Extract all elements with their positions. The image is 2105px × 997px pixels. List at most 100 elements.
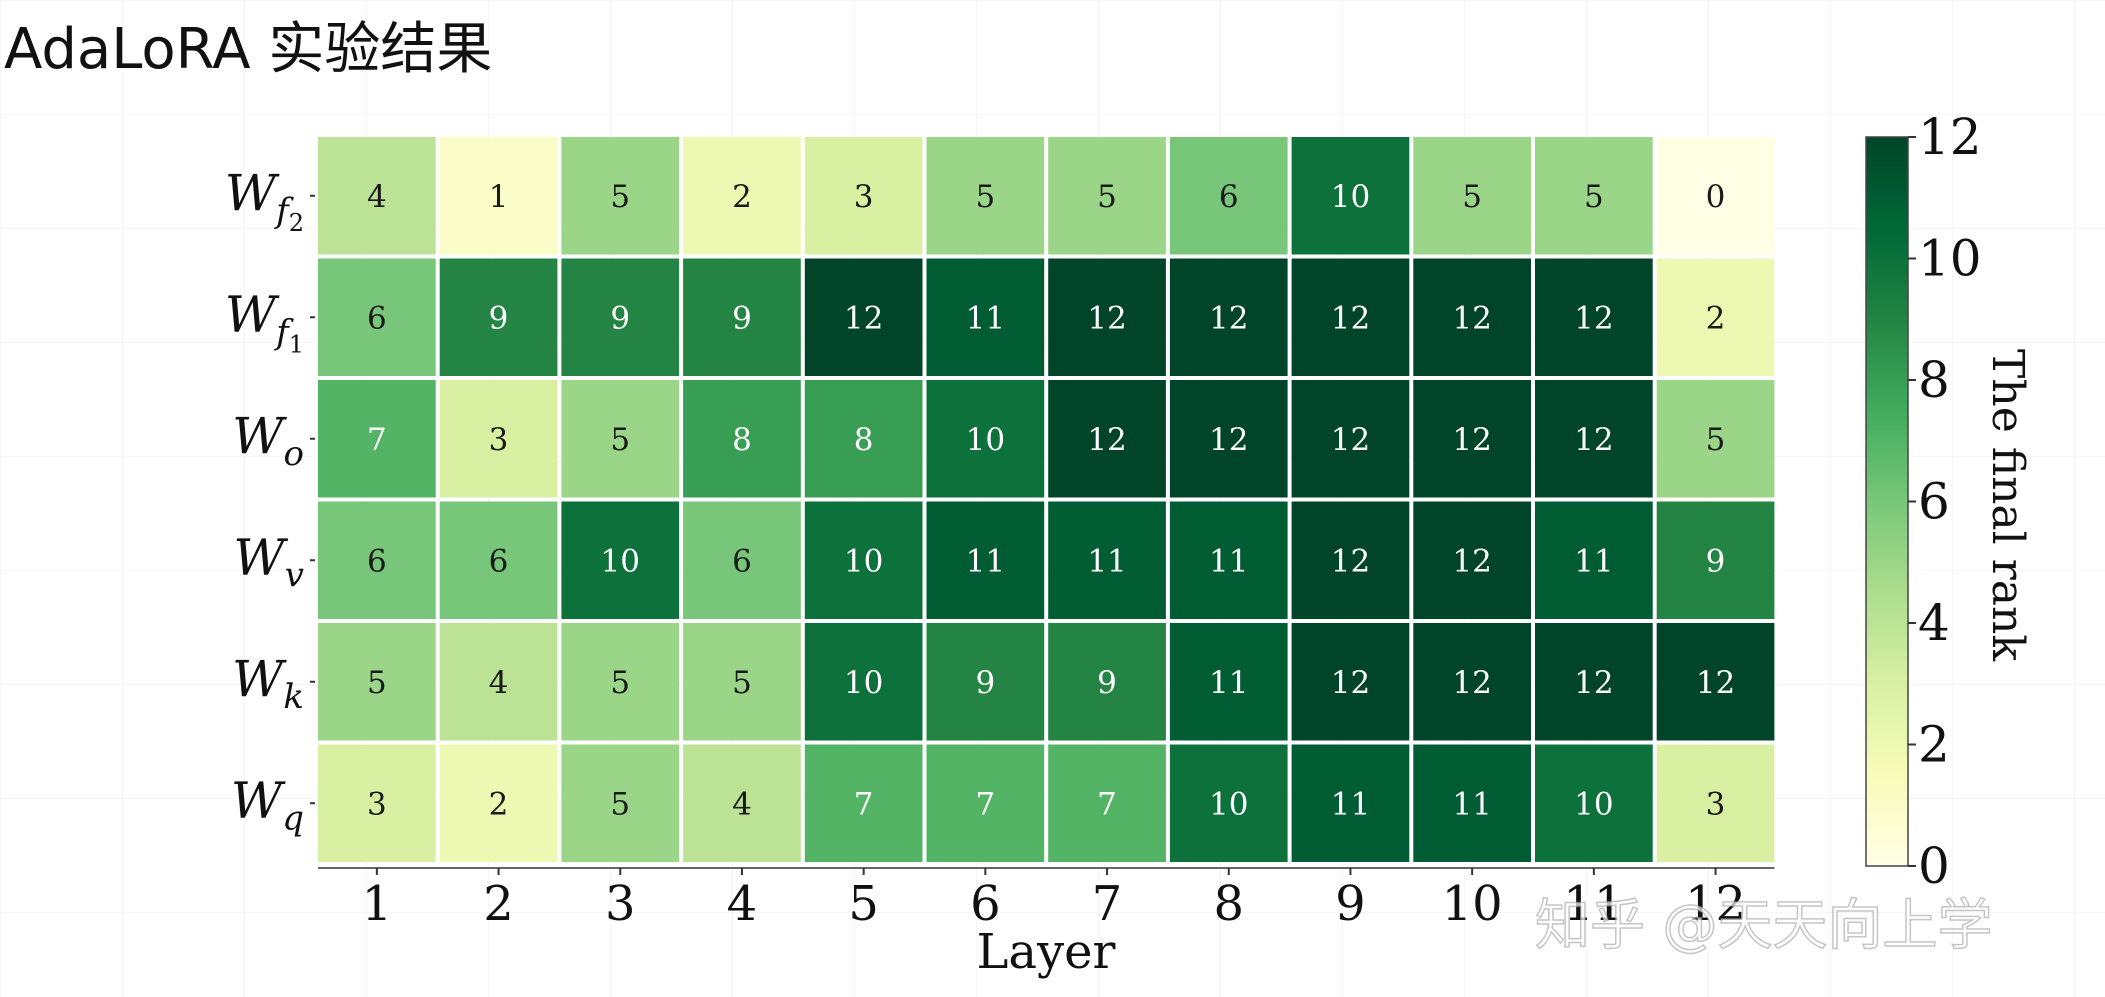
heatmap-cell: [561, 137, 680, 255]
colorbar-gradient: [1865, 136, 1909, 867]
heatmap-cell: [1048, 258, 1166, 376]
colorbar-tick-label: 0: [1918, 837, 1950, 895]
x-tick-label: 9: [1335, 876, 1366, 932]
cell-value-label: 3: [489, 422, 509, 458]
heatmap-cell: [1291, 137, 1410, 255]
heatmap-cell: [1535, 380, 1653, 498]
cell-value-label: 8: [854, 422, 874, 458]
heatmap-cell: [1656, 501, 1775, 619]
cell-value-label: 9: [489, 300, 509, 336]
cell-value-label: 4: [732, 786, 752, 822]
heatmap-cell: [561, 258, 680, 376]
heatmap-cell: [1656, 380, 1775, 498]
cell-value-label: 12: [1087, 422, 1126, 458]
heatmap-cell: [1169, 380, 1288, 498]
heatmap-cell: [1048, 501, 1166, 619]
cell-value-label: 1: [489, 179, 509, 215]
heatmap-cell: [1169, 744, 1288, 862]
cell-value-label: 11: [966, 543, 1005, 579]
cell-value-label: 11: [1209, 665, 1248, 701]
heatmap-cell: [1656, 623, 1775, 741]
cell-value-label: 3: [367, 786, 387, 822]
cell-value-label: 12: [1452, 665, 1491, 701]
cell-value-label: 2: [489, 786, 509, 822]
colorbar-tick-label: 8: [1918, 351, 1950, 409]
cell-value-label: 3: [1706, 786, 1726, 822]
cell-value-label: 12: [1331, 300, 1370, 336]
cell-value-label: 3: [854, 179, 874, 215]
cell-value-label: 4: [367, 179, 387, 215]
y-tick-label: Wv: [233, 528, 304, 595]
heatmap-cell: [1169, 501, 1288, 619]
x-tick-label: 6: [970, 876, 1001, 932]
cell-value-label: 10: [844, 543, 883, 579]
cell-value-label: 12: [1574, 300, 1613, 336]
heatmap-cell: [1535, 137, 1653, 255]
cell-value-label: 5: [610, 786, 630, 822]
y-tick-label: Wo: [232, 407, 304, 474]
heatmap-cell: [439, 380, 558, 498]
x-tick-label: 7: [1092, 876, 1123, 932]
cell-value-label: 7: [854, 786, 874, 822]
colorbar-tick-label: 4: [1918, 594, 1950, 652]
cell-value-label: 12: [844, 300, 883, 336]
heatmap-cell: [1413, 744, 1531, 862]
cell-value-label: 2: [732, 179, 752, 215]
cell-value-label: 5: [610, 179, 630, 215]
colorbar-tick-label: 2: [1918, 716, 1950, 774]
heatmap-cell: [439, 744, 558, 862]
heatmap-cell: [804, 137, 923, 255]
heatmap-cell: [1291, 380, 1410, 498]
x-tick-label: 8: [1213, 876, 1244, 932]
cell-value-label: 4: [489, 665, 509, 701]
heatmap-cell: [804, 744, 923, 862]
cell-value-label: 12: [1452, 543, 1491, 579]
heatmap-cell: [926, 744, 1045, 862]
slide-title: AdaLoRA 实验结果: [4, 17, 493, 82]
heatmap-cell: [1169, 258, 1288, 376]
cell-value-label: 7: [367, 422, 387, 458]
heatmap-cell: [804, 380, 923, 498]
cell-value-label: 5: [732, 665, 752, 701]
y-tick-label: Wk: [232, 650, 304, 717]
x-tick-label: 3: [605, 876, 636, 932]
heatmap-cell: [926, 623, 1045, 741]
heatmap-cell: [318, 380, 436, 498]
heatmap-cell: [318, 501, 436, 619]
cell-value-label: 11: [1209, 543, 1248, 579]
heatmap-cell: [561, 380, 680, 498]
watermark: 知乎 @天天向上学: [1534, 892, 1993, 958]
x-tick-label: 2: [483, 876, 514, 932]
heatmap-cell: [1535, 623, 1653, 741]
heatmap-cell: [804, 501, 923, 619]
heatmap-cell: [1656, 258, 1775, 376]
colorbar-label: The final rank: [1982, 349, 2033, 661]
heatmap-cell: [561, 623, 680, 741]
x-tick-label: 4: [727, 876, 758, 932]
cell-value-label: 12: [1331, 422, 1370, 458]
heatmap-cell: [1048, 380, 1166, 498]
heatmap-cell: [318, 623, 436, 741]
cell-value-label: 9: [732, 300, 752, 336]
y-tick-label: Wq: [231, 771, 304, 838]
cell-value-label: 12: [1209, 422, 1248, 458]
cell-value-label: 5: [1584, 179, 1604, 215]
heatmap-cell: [439, 501, 558, 619]
heatmap-cell: [439, 137, 558, 255]
cell-value-label: 6: [367, 543, 387, 579]
heatmap-cell: [1291, 623, 1410, 741]
cell-value-label: 11: [1574, 543, 1613, 579]
heatmap-cell: [1413, 137, 1531, 255]
y-tick-label: Wf2: [225, 164, 304, 237]
cell-value-label: 8: [732, 422, 752, 458]
cell-value-label: 6: [1219, 179, 1239, 215]
heatmap-cell: [318, 258, 436, 376]
cell-value-label: 10: [844, 665, 883, 701]
cell-value-label: 9: [1706, 543, 1726, 579]
heatmap-cell: [1048, 137, 1166, 255]
heatmap-cell: [1048, 744, 1166, 862]
heatmap-cell: [318, 137, 436, 255]
